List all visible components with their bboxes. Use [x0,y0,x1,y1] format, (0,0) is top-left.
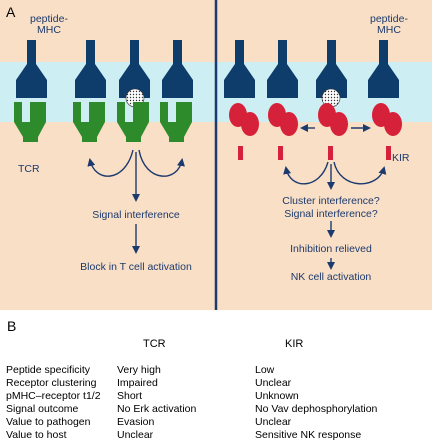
row-tcr-value: Very high [117,364,161,376]
right-kir-group [229,103,402,160]
row-tcr-value: No Erk activation [117,403,197,415]
row-tcr-value: Impaired [117,377,158,389]
row-kir-value: Sensitive NK response [255,429,362,441]
row-property: Value to pathogen [6,416,91,428]
table-row: Signal outcome No Erk activation No Vav … [0,403,432,416]
left-signal-arrows [87,149,185,254]
row-kir-value: Low [255,364,275,376]
right-mhc-group [224,40,399,108]
right-step-3: Inhibition relieved [290,243,372,255]
row-tcr-value: Short [117,390,143,402]
row-property: Signal outcome [6,403,79,415]
mhc-molecule [368,40,399,98]
right-step-1: Cluster interference? [282,195,380,207]
mhc-molecule [16,40,47,98]
row-property: Peptide specificity [6,364,91,376]
table-row: pMHC–receptor t1/2 Short Unknown [0,390,432,403]
left-step-2: Block in T cell activation [80,261,192,273]
panel-b-table: B TCR KIR Peptide specificity Very high … [0,316,432,441]
left-mhc-label: MHC [37,24,61,36]
panel-a-letter: A [6,4,16,20]
right-step-4: NK cell activation [291,271,372,283]
left-peptide-mhc-label: peptide- [30,13,68,25]
left-step-1: Signal interference [92,209,180,221]
kir-receptor [318,103,348,160]
row-kir-value: No Vav dephosphorylation [255,403,378,415]
panel-a-diagram: A peptide- MHC TCR Signal interference B… [0,0,432,310]
right-signal-arrows [283,161,387,270]
mhc-molecule [224,40,255,98]
row-tcr-value: Unclear [117,429,154,441]
right-peptide-mhc-label: peptide- [370,13,408,25]
table-row: Peptide specificity Very high Low [0,364,432,377]
row-property: pMHC–receptor t1/2 [6,390,101,402]
column-header-kir: KIR [285,338,304,350]
right-mhc-label: MHC [377,24,401,36]
row-kir-value: Unclear [255,416,292,428]
right-step-2: Signal interference? [284,208,378,220]
table-row: Receptor clustering Impaired Unclear [0,377,432,390]
tcr-receptor [73,102,105,142]
kir-label: KIR [392,152,410,164]
row-tcr-value: Evasion [117,416,155,428]
tcr-receptor [14,102,46,142]
column-header-tcr: TCR [143,338,166,350]
kir-receptor [268,103,298,160]
tcr-receptor [160,102,192,142]
table-row: Value to pathogen Evasion Unclear [0,416,432,429]
left-tcr-group [14,102,192,142]
mhc-molecule [267,40,298,98]
row-kir-value: Unclear [255,377,292,389]
kir-receptor [229,103,259,160]
row-property: Receptor clustering [6,377,97,389]
row-property: Value to host [6,429,67,441]
mhc-molecule [316,40,347,98]
mhc-molecule [162,40,193,98]
left-mhc-group [16,40,193,108]
tcr-receptor [117,102,149,142]
row-kir-value: Unknown [255,390,299,402]
mhc-molecule [75,40,106,98]
tcr-label: TCR [18,163,40,175]
kir-receptor [372,103,402,160]
table-row: Value to host Unclear Sensitive NK respo… [0,429,432,442]
mhc-molecule [119,40,150,98]
panel-b-letter: B [7,318,17,334]
